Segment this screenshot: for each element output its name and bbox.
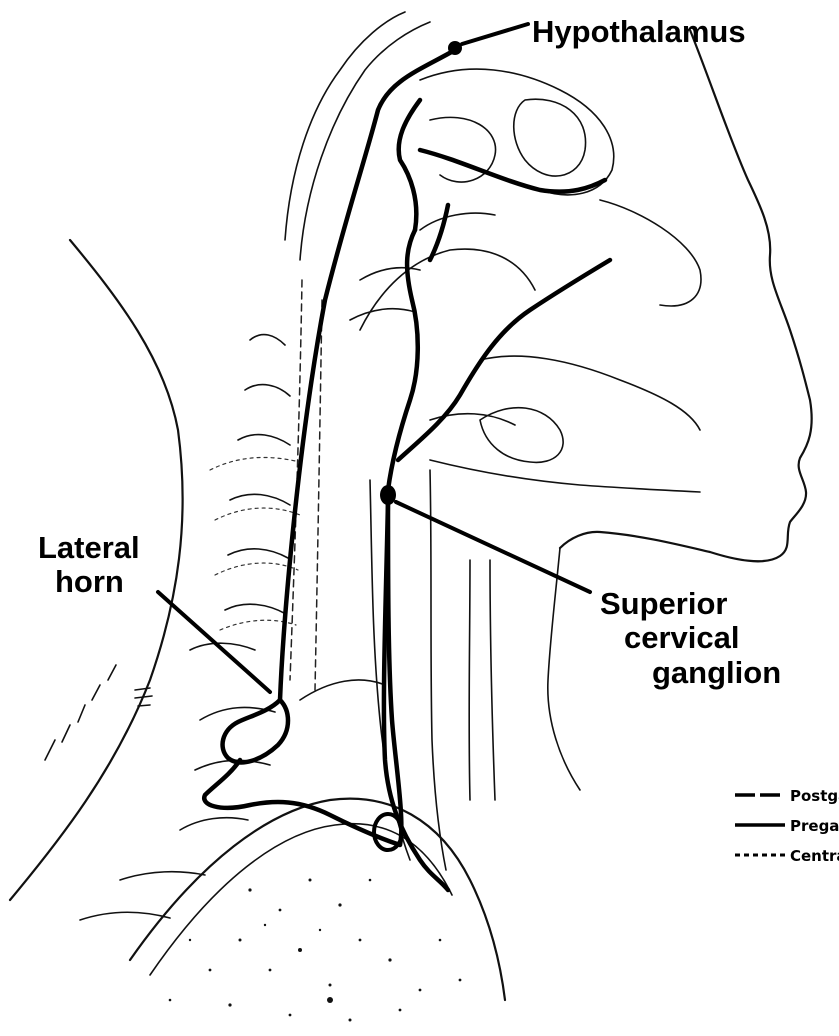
oral-cavity-outline — [480, 356, 700, 430]
postganglionic-fiber-2 — [398, 260, 610, 460]
lateral-horn-label-line2: horn — [55, 564, 124, 599]
legend-label-central: Central — [790, 847, 839, 865]
scalp-outline — [285, 12, 405, 240]
nasal-cavity-outline — [600, 200, 701, 306]
postganglionic-fiber-4 — [420, 150, 605, 192]
nerve-pathways — [204, 41, 610, 890]
trachea-outline — [469, 560, 495, 800]
hypothalamus-dot — [448, 41, 462, 55]
chest-stipple — [169, 879, 462, 1022]
hypothalamus-label: Hypothalamus — [532, 14, 746, 49]
legend-item-postganglionic: Postganglionic — [735, 787, 839, 805]
carotid-sheath-right — [430, 470, 446, 870]
jaw-outline — [430, 460, 700, 492]
legend-label-postganglionic: Postganglionic — [790, 787, 839, 805]
legend-item-preganglionic: Preganglionic — [735, 817, 839, 835]
lateral-horn-loop — [223, 700, 288, 762]
legend: Postganglionic Preganglionic Central — [735, 787, 839, 865]
central-pathway — [280, 50, 455, 700]
signature-mark — [135, 688, 152, 706]
neck-inscription-marks — [45, 665, 116, 760]
lateral-horn-label-line1: Lateral — [38, 530, 140, 565]
anatomy-outline — [10, 12, 812, 1000]
postganglionic-fiber-3 — [399, 100, 420, 230]
face-profile-outline — [560, 30, 812, 561]
legend-label-preganglionic: Preganglionic — [790, 817, 839, 835]
hypothalamus-leader — [462, 24, 528, 44]
superior-cervical-ganglion-label-line1: Superior — [600, 586, 727, 621]
orbit-outline — [514, 99, 586, 176]
legend-item-central: Central — [735, 847, 839, 865]
lateral-horn-leader — [158, 592, 270, 692]
mandible-outline — [360, 249, 535, 330]
shoulder-inner-outline — [150, 824, 452, 975]
cervical-nerves — [80, 213, 515, 920]
superior-cervical-ganglion-label-line2: cervical — [624, 620, 740, 655]
scalp-inner-outline — [300, 22, 430, 260]
superior-cervical-ganglion-label-line3: ganglion — [652, 655, 781, 690]
